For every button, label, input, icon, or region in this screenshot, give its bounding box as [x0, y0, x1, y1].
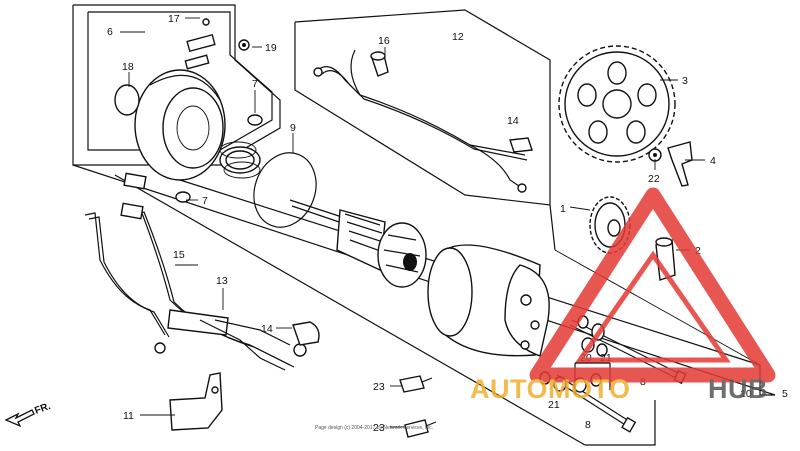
bracket-11 [169, 372, 223, 431]
front-direction-arrow: FR. [4, 401, 52, 428]
rear-cover-assembly [114, 18, 263, 203]
callout-23b: 23 [373, 422, 385, 434]
callout-19: 19 [265, 42, 277, 54]
callout-23a: 23 [373, 381, 385, 393]
callout-15: 15 [173, 249, 185, 261]
bracket-4 [648, 141, 693, 187]
motor-housing [427, 244, 550, 357]
cable-13-15 [84, 172, 307, 371]
callout-14b: 14 [261, 323, 273, 335]
callout-13: 13 [216, 275, 228, 287]
automotohub-watermark: AUTOMOTO HUB [470, 187, 776, 404]
callout-7b: 7 [202, 195, 208, 207]
bolts-23 [399, 375, 437, 438]
callout-7a: 7 [252, 78, 258, 90]
callout-5: 5 [782, 388, 788, 400]
leader-lines [120, 17, 705, 428]
callout-17: 17 [168, 13, 180, 25]
callout-6: 6 [107, 26, 113, 38]
cap-14 [292, 321, 320, 346]
armature [289, 199, 427, 288]
callout-3: 3 [682, 75, 688, 87]
watermark-text-secondary: HUB [708, 374, 768, 404]
watermark-text-accent: AUTOMOTO [470, 374, 631, 404]
callout-18: 18 [122, 61, 134, 73]
copyright-notice: Page design (c) 2004-2017 by Network Ser… [315, 425, 433, 431]
callout-16: 16 [378, 35, 390, 47]
callout-10: 10 [740, 388, 752, 400]
direction-label: FR. [33, 401, 52, 417]
callout-8b: 8 [585, 419, 591, 431]
callout-2: 2 [695, 245, 701, 257]
callout-1: 1 [560, 203, 566, 215]
callout-11: 11 [123, 410, 134, 422]
callout-12: 12 [452, 31, 464, 43]
wire-harness-12 [313, 49, 533, 193]
o-ring-9 [253, 152, 317, 228]
callout-4: 4 [710, 155, 716, 167]
callout-9: 9 [290, 122, 296, 134]
callout-21b: 21 [548, 399, 560, 411]
watermark-triangle-icon [529, 187, 776, 383]
sprocket-3 [558, 45, 676, 163]
callout-14a: 14 [507, 115, 519, 127]
callout-22: 22 [648, 173, 660, 185]
